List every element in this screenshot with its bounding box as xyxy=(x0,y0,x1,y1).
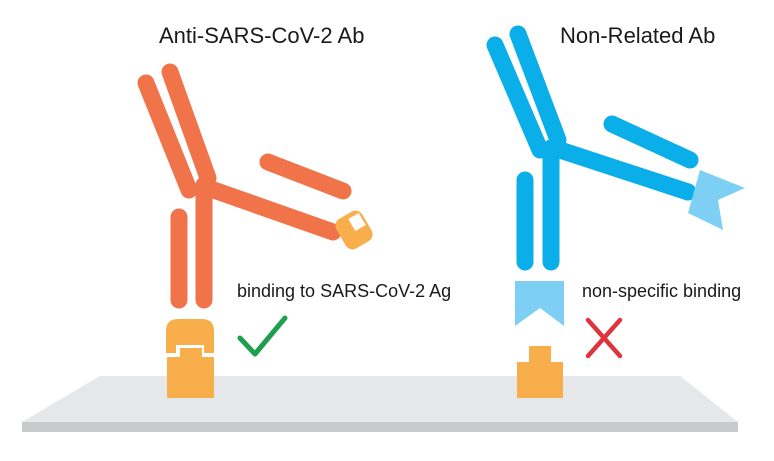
anti-sars-cov-2-antibody xyxy=(137,63,352,309)
non-related-antibody xyxy=(486,25,699,271)
right-caption: non-specific binding xyxy=(582,281,741,301)
antibody-right-arm-long-chain xyxy=(199,179,342,241)
antigen-binding-cap xyxy=(166,319,214,353)
antibody-arm-outer-chain xyxy=(137,74,198,199)
bound-antigen-on-arm xyxy=(335,210,373,250)
right-title: Non-Related Ab xyxy=(560,23,715,48)
antigen-body xyxy=(517,362,563,398)
non-specific-antigen-fragment-stem xyxy=(515,281,564,326)
non-specific-antigen-fragment-arm xyxy=(688,170,745,230)
sars-cov-2-antigen xyxy=(166,319,214,398)
left-title: Anti-SARS-CoV-2 Ab xyxy=(159,23,364,48)
antibody-right-arm-short-chain xyxy=(259,153,352,200)
check-mark-icon xyxy=(237,315,288,357)
antibody-arm-inner-chain xyxy=(509,25,567,149)
antigen-neck xyxy=(529,346,551,364)
antibody-arm-outer-chain xyxy=(486,36,549,159)
surface-top xyxy=(22,376,738,422)
surface-plate xyxy=(22,376,738,432)
antigen-body xyxy=(167,357,214,398)
cross-mark-icon xyxy=(585,317,623,359)
antibody-arm-inner-chain xyxy=(161,63,217,187)
antigen-neck xyxy=(180,348,202,360)
antibody-right-arm-short-chain xyxy=(603,115,699,169)
antibody-right-arm-long-chain xyxy=(551,141,697,201)
surface-edge xyxy=(22,422,738,432)
unbound-antigen xyxy=(517,346,563,398)
left-caption: binding to SARS-CoV-2 Ag xyxy=(237,281,451,301)
